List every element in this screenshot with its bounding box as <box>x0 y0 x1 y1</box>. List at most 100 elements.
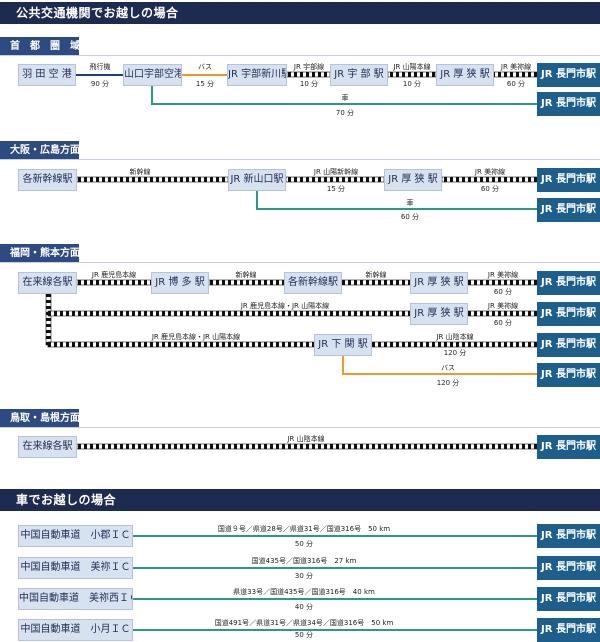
destination-nagato-station: JR 長門市駅 <box>537 618 600 642</box>
region-tag-osaka: 大阪・広島方面 <box>0 141 80 160</box>
car-access-header: 車でお越しの場合 <box>0 489 600 511</box>
station-asa: JR 厚 狭 駅 <box>410 272 468 294</box>
rail-line <box>371 341 538 348</box>
road-route-label: 県道33号／国道435号／国道316号 40 km <box>233 588 375 596</box>
rail-line <box>285 176 385 183</box>
road-time-label: 50 分 <box>294 540 314 548</box>
segment-time-label: 90 分 <box>90 80 110 88</box>
car-mode-label: 車 <box>406 199 414 207</box>
station-local-line: 在来線各駅 <box>18 272 77 294</box>
station-shinkansen: 各新幹線駅 <box>284 272 342 294</box>
segment-time-label: 60 分 <box>480 185 500 193</box>
segment-mode-label: バス <box>198 63 212 71</box>
segment-time-label: 120 分 <box>443 349 467 357</box>
destination-nagato-station: JR 長門市駅 <box>537 556 600 580</box>
station-local-line: 在来線各駅 <box>18 436 77 458</box>
rail-line <box>76 443 538 450</box>
segment-time-label: 60 分 <box>493 319 513 327</box>
public-transport-header: 公共交通機関でお越しの場合 <box>0 2 600 24</box>
destination-nagato-station: JR 長門市駅 <box>537 271 600 295</box>
destination-nagato-station: JR 長門市駅 <box>537 333 600 357</box>
segment-mode-label: JR 山陰本線 <box>287 435 325 443</box>
car-line <box>256 191 537 210</box>
segment-mode-label: バス <box>441 364 455 372</box>
rail-line <box>76 176 229 183</box>
segment-mode-label: 飛行機 <box>89 63 111 71</box>
bus-line <box>342 355 537 375</box>
rail-line <box>286 71 331 78</box>
station-yamaguchi-ube-airport: 山口宇部空港 <box>123 64 182 86</box>
station-shin-yamaguchi: JR 新山口駅 <box>228 169 286 191</box>
station-asa: JR 厚 狭 駅 <box>436 64 494 86</box>
destination-nagato-station: JR 長門市駅 <box>537 168 600 192</box>
rail-line <box>493 71 538 78</box>
destination-nagato-station: JR 長門市駅 <box>537 435 600 459</box>
rail-line <box>341 279 411 286</box>
destination-nagato-station: JR 長門市駅 <box>537 524 600 548</box>
car-time-label: 70 分 <box>335 109 355 117</box>
segment-time-label: 15 分 <box>195 80 215 88</box>
region-tag-fukuoka: 福岡・熊本方面 <box>0 244 80 263</box>
segment-mode-label: 新幹線 <box>365 271 387 279</box>
road-route-label: 国道491号／県道31号／県道34号／国道316号 50 km <box>214 619 394 627</box>
station-hakata: JR 博 多 駅 <box>151 272 209 294</box>
segment-mode-label: JR 鹿児島本線・JR 山陽本線 <box>151 333 241 341</box>
destination-nagato-station: JR 長門市駅 <box>537 363 600 387</box>
region-divider <box>0 427 600 428</box>
road-route-label: 国道435号／国道316号 27 km <box>251 557 357 565</box>
interchange-mine-nishi: 中国自動車道 美祢西ＩＣ <box>18 588 133 610</box>
segment-mode-label: JR 美祢線 <box>487 302 519 310</box>
segment-mode-label: JR 美祢線 <box>474 168 506 176</box>
segment-mode-label: JR 山陽新幹線 <box>313 168 359 176</box>
segment-time-label: 60 分 <box>506 80 526 88</box>
rail-line <box>387 71 437 78</box>
road-time-label: 50 分 <box>294 631 314 639</box>
rail-line <box>441 176 538 183</box>
rail-line <box>45 292 52 346</box>
rail-line <box>76 279 152 286</box>
rail-line <box>467 279 538 286</box>
segment-mode-label: JR 鹿児島本線・JR 山陽本線 <box>240 302 330 310</box>
rail-line <box>47 341 315 348</box>
segment-mode-label: JR 山陰本線 <box>436 333 474 341</box>
destination-nagato-station: JR 長門市駅 <box>537 63 600 87</box>
rail-line <box>467 310 538 317</box>
segment-time-label: 60 分 <box>493 288 513 296</box>
station-shimonoseki: JR 下 関 駅 <box>314 334 372 356</box>
road-time-label: 40 分 <box>294 603 314 611</box>
station-ube: JR 宇 部 駅 <box>330 64 388 86</box>
car-time-label: 60 分 <box>400 213 420 221</box>
segment-mode-label: JR 鹿児島本線 <box>91 271 137 279</box>
segment-mode-label: JR 美祢線 <box>500 63 532 71</box>
segment-time-label: 10 分 <box>402 80 422 88</box>
road-route-label: 国道９号／県道28号／県道31号／国道316号 50 km <box>217 525 391 533</box>
rail-line <box>47 310 411 317</box>
station-haneda: 羽 田 空 港 <box>18 64 76 86</box>
segment-time-label: 15 分 <box>326 185 346 193</box>
rail-line <box>208 279 285 286</box>
destination-nagato-station: JR 長門市駅 <box>537 587 600 611</box>
car-mode-label: 車 <box>341 94 349 102</box>
segment-time-label: 10 分 <box>299 80 319 88</box>
car-line <box>151 86 537 105</box>
region-divider <box>0 55 600 56</box>
segment-mode-label: JR 山陽本線 <box>393 63 431 71</box>
region-tag-tottori: 鳥取・島根方面 <box>0 409 80 428</box>
road-time-label: 30 分 <box>294 572 314 580</box>
station-ube-shinkawa: JR 宇部新川駅 <box>227 64 287 86</box>
region-divider <box>0 159 600 160</box>
destination-nagato-station: JR 長門市駅 <box>537 198 600 222</box>
segment-mode-label: JR 宇部線 <box>293 63 325 71</box>
station-asa: JR 厚 狭 駅 <box>384 169 442 191</box>
station-shinkansen: 各新幹線駅 <box>18 169 77 191</box>
destination-nagato-station: JR 長門市駅 <box>537 302 600 326</box>
destination-nagato-station: JR 長門市駅 <box>537 92 600 116</box>
station-asa: JR 厚 狭 駅 <box>410 303 468 325</box>
interchange-ogori: 中国自動車道 小郡ＩＣ <box>18 525 133 547</box>
region-divider <box>0 262 600 263</box>
segment-mode-label: 新幹線 <box>235 271 257 279</box>
segment-mode-label: 新幹線 <box>129 168 151 176</box>
interchange-ozuki: 中国自動車道 小月ＩＣ <box>18 619 133 641</box>
